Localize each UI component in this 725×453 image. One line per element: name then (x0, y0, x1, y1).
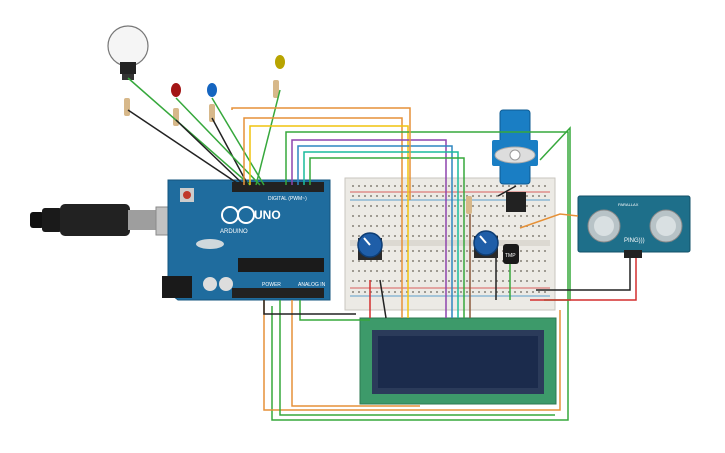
reset-button (183, 191, 191, 199)
temperature-sensor: TMP (503, 244, 519, 264)
board-model: UNO (254, 208, 281, 222)
power-label: POWER (262, 282, 281, 288)
wires (127, 77, 637, 421)
usb-cable-icon (30, 204, 189, 236)
board-brand: ARDUINO (220, 229, 248, 235)
servo-icon (492, 109, 538, 212)
blue-led-icon (207, 83, 217, 97)
yellow-led-icon (275, 55, 285, 69)
lcd-display (359, 317, 557, 405)
potentiometer-icon[interactable] (357, 232, 383, 260)
red-led-icon (171, 83, 181, 97)
parallax-label: PARALLAX (618, 202, 639, 207)
lightbulb-icon (107, 25, 149, 80)
arduino-board: UNO ARDUINO DIGITAL (PWM~) POWER ANALOG … (162, 179, 331, 301)
digital-label: DIGITAL (PWM~) (268, 196, 307, 202)
potentiometer-icon[interactable] (473, 230, 499, 258)
resistor (124, 80, 472, 214)
ultrasonic-sensor: PING))) PARALLAX (577, 195, 691, 258)
tmp-label: TMP (505, 253, 516, 259)
ping-label: PING))) (624, 238, 645, 244)
analog-label: ANALOG IN (298, 282, 326, 288)
arduino-logo-icon (221, 206, 255, 224)
